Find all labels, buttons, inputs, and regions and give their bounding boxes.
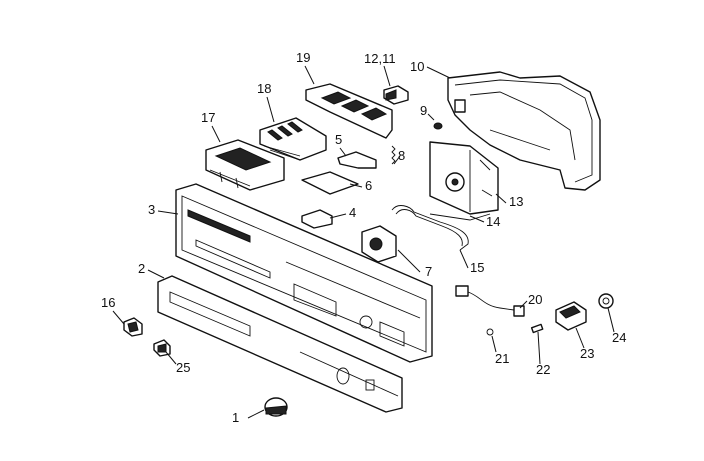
part-24-grommet [598,293,614,309]
callout-c8: 8 [398,148,405,163]
callout-c2: 2 [138,261,145,276]
callout-c21: 21 [495,351,509,366]
callout-c24: 24 [612,330,626,345]
part-7-relay [361,225,397,263]
part-2-fascia [157,275,403,413]
part-14-15-harness [391,205,491,251]
leader-lines [112,65,615,419]
part-8-spring [391,145,396,165]
part-20-wire [455,285,525,317]
callout-c20: 20 [528,292,542,307]
callout-c10: 10 [410,59,424,74]
callout-c3: 3 [148,202,155,217]
callout-c15: 15 [470,260,484,275]
callout-c22: 22 [536,362,550,377]
callout-c23: 23 [580,346,594,361]
part-16-knob [123,317,143,337]
part-17-switch-housing [205,139,285,191]
part-5-clip [337,151,377,169]
part-23-terminal [555,301,587,331]
callout-c17: 17 [201,110,215,125]
part-6-plate [301,171,359,195]
callout-c9: 9 [420,103,427,118]
part-9-screw [433,122,443,130]
part-19-panel [305,83,393,139]
callout-c19: 19 [296,50,310,65]
part-12-11-component [383,85,409,105]
callout-c4: 4 [349,205,356,220]
part-22-pin [530,323,544,334]
callout-c13: 13 [509,194,523,209]
callout-c11: 12,11 [364,51,396,66]
callout-c7: 7 [425,264,432,279]
part-4-switch [301,209,333,229]
callout-c6: 6 [365,178,372,193]
callout-c16: 16 [101,295,115,310]
part-10-bracket [447,71,601,191]
part-18-switch-bank [259,117,327,161]
callout-c14: 14 [486,214,500,229]
part-1-knob [264,397,288,417]
part-3-control-panel [175,183,433,363]
callout-c1: 1 [232,410,239,425]
part-13-timer [429,141,499,215]
callout-c18: 18 [257,81,271,96]
part-21-screw [486,328,494,336]
callout-c5: 5 [335,132,342,147]
callout-c25: 25 [176,360,190,375]
